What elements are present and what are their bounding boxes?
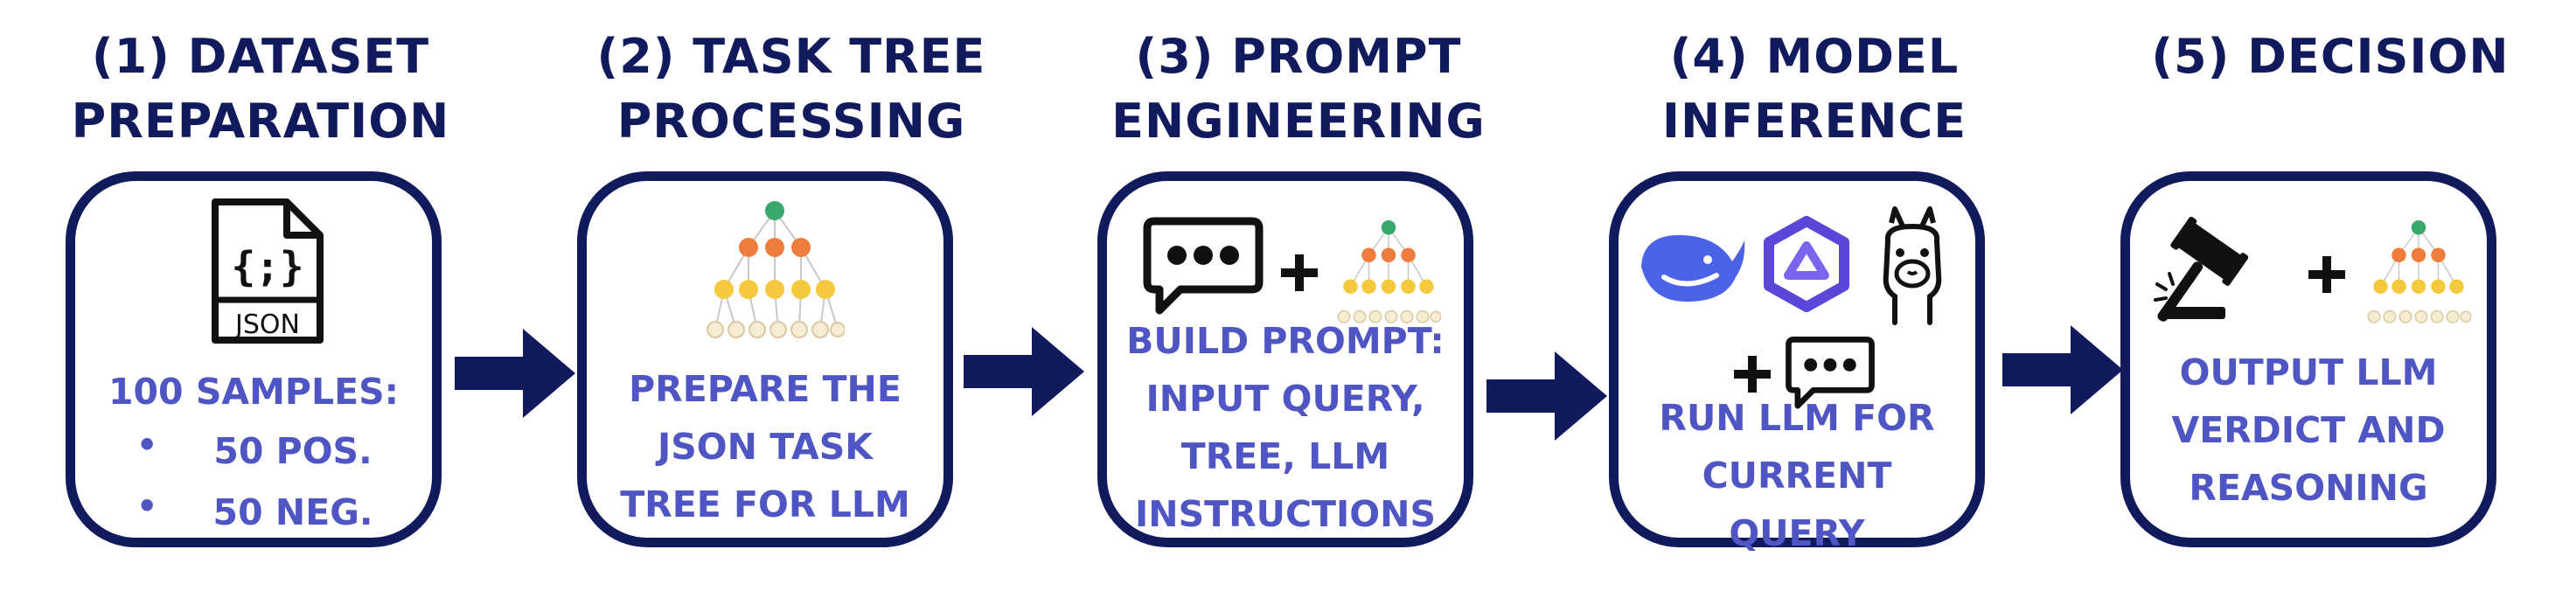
whale-logo-icon <box>1641 234 1745 302</box>
step-1-title: (1) DATASET PREPARATION <box>33 24 488 154</box>
plus-icon <box>2308 256 2345 293</box>
step-3-title-line-1: (3) PROMPT <box>1135 29 1462 84</box>
step-1-box: {;} JSON 100 SAMPLES: • 50 POS. • 50 NEG… <box>66 171 442 547</box>
step-4-text-line-2: CURRENT <box>1702 455 1892 497</box>
step-5-text-line-1: OUTPUT LLM <box>2179 351 2438 393</box>
arrow-right-icon <box>455 329 575 418</box>
step-2-text: PREPARE THE JSON TASK TREE FOR LLM <box>587 360 943 533</box>
step-1-text-line-2-wrap: 50 POS. <box>154 422 432 480</box>
gavel-icon <box>2154 216 2249 322</box>
step-3-text-line-2: INPUT QUERY, <box>1145 378 1425 420</box>
step-3-text-line-3: TREE, LLM <box>1180 435 1390 477</box>
step-1-title-line-2: PREPARATION <box>71 94 450 149</box>
plus-icon <box>1281 254 1318 291</box>
step-5-title-line-1: (5) DECISION <box>2151 29 2510 84</box>
json-file-icon: {;} JSON <box>212 198 324 344</box>
step-3-title: (3) PROMPT ENGINEERING <box>1071 24 1526 154</box>
llama-icon <box>1883 206 1942 325</box>
step-2-title: (2) TASK TREE PROCESSING <box>564 24 1019 154</box>
step-3-box: BUILD PROMPT: INPUT QUERY, TREE, LLM INS… <box>1097 171 1473 547</box>
step-1-text: 100 SAMPLES: <box>75 363 432 421</box>
arrow-right-icon <box>2002 325 2123 414</box>
task-tree-icon <box>1337 220 1441 323</box>
step-3-text-line-1: BUILD PROMPT: <box>1126 320 1445 362</box>
svg-text:{;}: {;} <box>231 243 303 290</box>
step-1-text-line-2: 50 POS. <box>213 430 372 472</box>
step-5-text-line-2: VERDICT AND <box>2171 409 2446 451</box>
step-2-box: PREPARE THE JSON TASK TREE FOR LLM <box>577 171 953 547</box>
step-2-text-line-2: JSON TASK <box>657 426 874 468</box>
step-3-text-line-4: INSTRUCTIONS <box>1135 493 1436 535</box>
step-2-text-line-3: TREE FOR LLM <box>620 483 910 525</box>
step-5-box: OUTPUT LLM VERDICT AND REASONING <box>2120 171 2496 547</box>
step-1-text-line-1: 100 SAMPLES: <box>108 371 400 413</box>
hexagon-logo-icon <box>1764 216 1849 312</box>
arrow-right-icon <box>964 327 1084 416</box>
step-5-text: OUTPUT LLM VERDICT AND REASONING <box>2130 344 2487 517</box>
bullet-icon: • <box>136 487 158 525</box>
task-tree-icon <box>2367 220 2471 323</box>
step-4-text: RUN LLM FOR CURRENT QUERY <box>1619 389 1975 562</box>
step-4-title: (4) MODEL INFERENCE <box>1587 24 2042 154</box>
step-1-text-line-3-wrap: 50 NEG. <box>154 483 432 541</box>
step-4-text-line-3: QUERY <box>1729 512 1865 554</box>
step-2-title-line-1: (2) TASK TREE <box>596 29 986 84</box>
arrow-right-icon <box>1486 351 1607 441</box>
svg-text:JSON: JSON <box>233 309 300 340</box>
step-2-text-line-1: PREPARE THE <box>629 368 902 410</box>
chat-bubble-icon <box>1786 337 1875 409</box>
step-5-text-line-3: REASONING <box>2189 467 2428 509</box>
step-2-title-line-2: PROCESSING <box>616 94 966 149</box>
step-4-text-line-1: RUN LLM FOR <box>1659 397 1935 439</box>
step-1-title-line-1: (1) DATASET <box>91 29 430 84</box>
step-1-text-line-3: 50 NEG. <box>212 491 373 533</box>
step-4-title-line-2: INFERENCE <box>1661 94 1967 149</box>
plus-icon <box>1734 356 1771 393</box>
step-3-text: BUILD PROMPT: INPUT QUERY, TREE, LLM INS… <box>1107 312 1464 543</box>
task-tree-icon <box>707 201 845 338</box>
step-4-box: RUN LLM FOR CURRENT QUERY <box>1609 171 1985 554</box>
bullet-icon: • <box>136 426 158 464</box>
chat-bubble-icon <box>1143 217 1264 315</box>
step-4-title-line-1: (4) MODEL <box>1669 29 1960 84</box>
step-5-title: (5) DECISION <box>2103 24 2558 89</box>
step-3-title-line-2: ENGINEERING <box>1111 94 1486 149</box>
